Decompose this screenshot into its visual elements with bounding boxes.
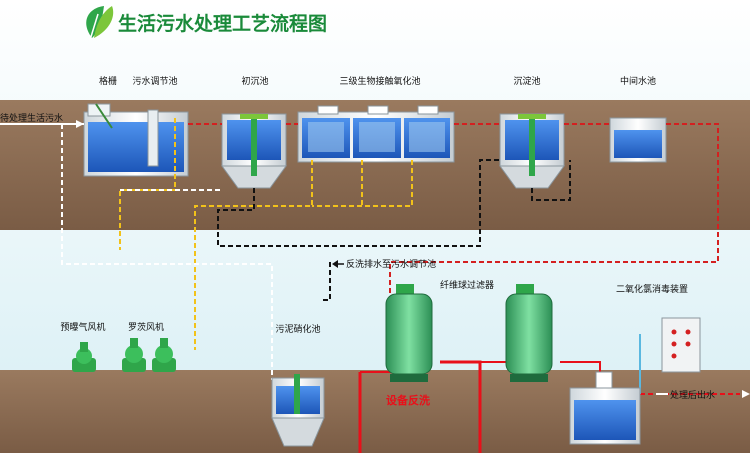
pre-aeration-blower [72, 342, 96, 372]
page-title: 生活污水处理工艺流程图 [118, 12, 327, 35]
leaf-logo-icon [86, 6, 114, 41]
label-intermediate-tank: 中间水池 [620, 75, 656, 87]
sludge-digestion-tank [271, 374, 325, 447]
chlorine-dioxide-unit [661, 317, 701, 373]
roots-blower-1 [122, 338, 146, 372]
label-primary-sedimentation: 初沉池 [241, 75, 268, 87]
primary-sedimentation-tank [221, 113, 287, 189]
roots-blower-2 [152, 338, 176, 372]
arrow-icon [742, 390, 750, 398]
intermediate-tank [609, 117, 667, 163]
contact-oxidation-tank [297, 105, 455, 163]
regulating-tank [83, 103, 189, 177]
label-outlet: 处理后出水 [670, 389, 715, 401]
label-sedimentation: 沉淀池 [513, 75, 540, 87]
label-backwash-return: 反洗排水至污水调节池 [346, 258, 436, 270]
arrow-icon [76, 120, 84, 128]
label-contact-oxidation: 三级生物接触氧化池 [339, 75, 420, 87]
arrow-icon [332, 260, 338, 268]
fiber-filter-1 [385, 284, 433, 382]
label-sludge-digestion: 污泥硝化池 [275, 323, 320, 335]
label-chlorine-dioxide: 二氧化氯消毒装置 [616, 283, 688, 295]
fiber-filter-2 [505, 284, 553, 382]
pipe-network [61, 118, 740, 453]
sedimentation-tank [499, 113, 565, 189]
label-fiber-filter: 纤维球过滤器 [440, 279, 494, 291]
label-grille: 格栅 [99, 75, 117, 87]
label-regulating-tank: 污水调节池 [132, 75, 177, 87]
label-inlet: 待处理生活污水 [0, 112, 63, 124]
label-equipment-backwash: 设备反洗 [386, 393, 430, 407]
clear-water-tank [569, 371, 641, 445]
label-pre-aeration-blower: 预曝气风机 [60, 321, 105, 333]
label-roots-blower: 罗茨风机 [128, 321, 164, 333]
